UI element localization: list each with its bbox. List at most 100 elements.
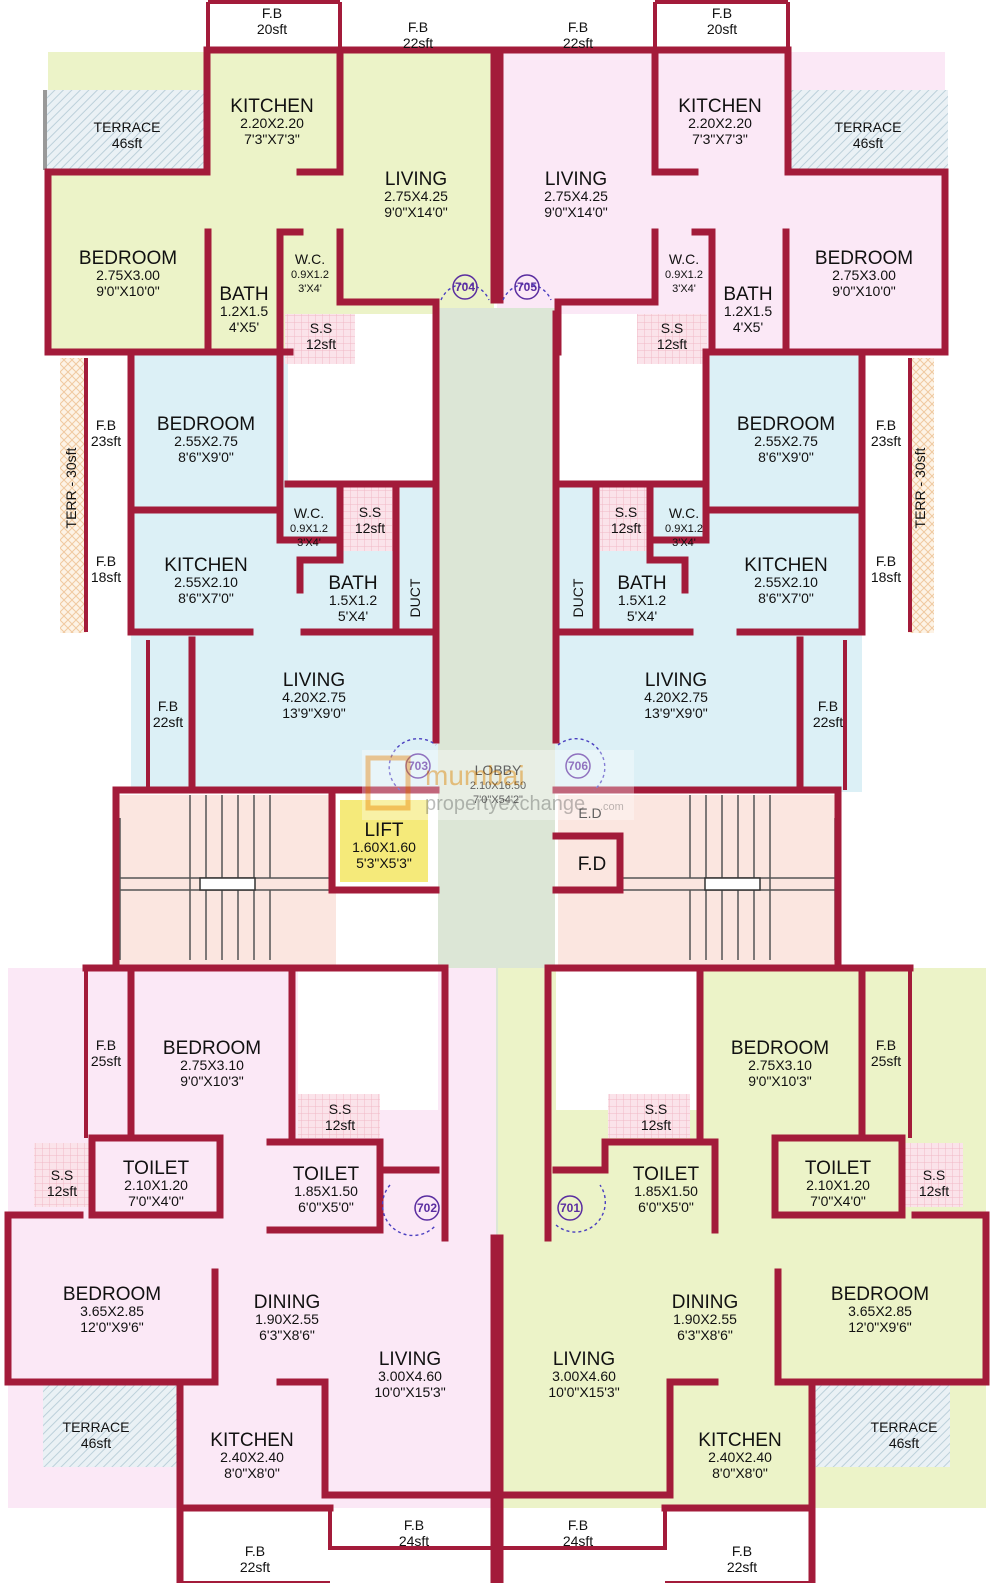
label-fb_r1-area: 23sft [871,433,901,449]
terr-side-right: TERR - 30sft [912,447,928,528]
staircase-left [119,795,334,960]
label-fb_b3-name: F.B [245,1543,265,1559]
room-name-toilet_bl_a: TOILET [123,1158,190,1179]
room-name-toilet_br_a: TOILET [805,1158,872,1179]
label-fb_t1-name: F.B [262,5,282,21]
label-ss_br2-area: 12sft [919,1183,949,1199]
room-dim-ft-bath_tr: 4'X5' [733,319,763,335]
label-ss_bl2-area: 12sft [47,1183,77,1199]
room-dim-m-bath_tr: 1.2X1.5 [724,303,772,319]
label-ss_bl2-name: S.S [51,1167,74,1183]
room-dim-m-living_ml: 4.20X2.75 [282,689,346,705]
room-dim-ft-living_tr: 9'0"X14'0" [544,204,608,220]
label-fb_b2-name: F.B [568,1517,588,1533]
room-dim-ft-living_tl: 9'0"X14'0" [384,204,448,220]
label-fb_r4-area: 25sft [871,1053,901,1069]
label-ss_br1-area: 12sft [641,1117,671,1133]
label-ss_br2-name: S.S [923,1167,946,1183]
room-dim-ft-living_bl: 10'0"X15'3" [374,1384,445,1400]
room-dim-m-bedroom_br1: 2.75X3.10 [748,1057,812,1073]
room-name-dining_bl: DINING [254,1292,321,1313]
label-fb_r1-name: F.B [876,417,896,433]
label-terrace_bl-name: TERRACE [63,1419,130,1435]
room-dim-ft-toilet_br_b: 6'0"X5'0" [638,1199,694,1215]
room-dim-ft-bath_ml: 5'X4' [338,608,368,624]
room-dim-m-living_tl: 2.75X4.25 [384,188,448,204]
watermark: mumbai propertyexchange .com [362,750,634,820]
label-ss_mr-name: S.S [615,504,638,520]
room-name-wc_tr: W.C. [669,251,699,267]
room-name-toilet_br_b: TOILET [633,1164,700,1185]
label-ss_bl1-name: S.S [329,1101,352,1117]
label-fb_r3-name: F.B [818,698,838,714]
label-fb_r2-name: F.B [876,553,896,569]
door-number-701: 701 [560,1201,580,1215]
label-terrace_bl-area: 46sft [81,1435,111,1451]
door-marker-706 [565,753,591,779]
room-dim-ft-bedroom_bl1: 9'0"X10'3" [180,1073,244,1089]
door-marker-704 [452,274,478,300]
room-name-bath_ml: BATH [328,573,377,594]
room-dim-ft-living_br: 10'0"X15'3" [548,1384,619,1400]
room-dim-m-bedroom_bl2: 3.65X2.85 [80,1303,144,1319]
room-name-kitchen_bl: KITCHEN [210,1430,293,1451]
label-fb_t4-name: F.B [712,5,732,21]
room-name-dining_br: DINING [672,1292,739,1313]
label-terrace_br-name: TERRACE [871,1419,938,1435]
watermark-brand2: propertyexchange [425,793,585,815]
label-ss_bl1-area: 12sft [325,1117,355,1133]
label-fb_l1-area: 23sft [91,433,121,449]
room-name-wc_tl: W.C. [295,251,325,267]
room-name-toilet_bl_b: TOILET [293,1164,360,1185]
room-dim-ft-bedroom_mr: 8'6"X9'0" [758,449,814,465]
room-dim-m-toilet_br_b: 1.85X1.50 [634,1183,698,1199]
room-dim-m-bedroom_tl: 2.75X3.00 [96,267,160,283]
room-dim-m-bedroom_ml: 2.55X2.75 [174,433,238,449]
label-terrace_tl-name: TERRACE [94,119,161,135]
label-fb_b1-area: 24sft [399,1533,429,1549]
room-name-bath_tl: BATH [219,284,268,305]
label-ss_ml-name: S.S [359,504,382,520]
room-name-wc_mr: W.C. [669,505,699,521]
room-dim-ft-toilet_br_a: 7'0"X4'0" [810,1193,866,1209]
room-dim-m-wc_tl: 0.9X1.2 [291,269,329,281]
room-name-living_ml: LIVING [283,670,345,691]
label-fb_l1-name: F.B [96,417,116,433]
door-number-703: 703 [408,759,428,773]
label-fb_l4-area: 25sft [91,1053,121,1069]
room-dim-m-toilet_bl_b: 1.85X1.50 [294,1183,358,1199]
room-dim-ft-kitchen_br: 8'0"X8'0" [712,1465,768,1481]
room-dim-m-toilet_br_a: 2.10X1.20 [806,1177,870,1193]
room-dim-m-bath_ml: 1.5X1.2 [329,592,377,608]
label-fb_l2-area: 18sft [91,569,121,585]
room-name-bedroom_ml: BEDROOM [157,414,255,435]
duct-left: DUCT [407,578,423,617]
room-dim-ft-bedroom_br2: 12'0"X9'6" [848,1319,912,1335]
door-marker-701 [557,1195,583,1221]
room-name-lift: LIFT [364,820,403,841]
room-dim-ft-kitchen_ml: 8'6"X7'0" [178,590,234,606]
watermark-brand: mumbai [425,760,525,791]
door-marker-702 [414,1195,440,1221]
room-dim-m-living_bl: 3.00X4.60 [378,1368,442,1384]
label-ss_mr-area: 12sft [611,520,641,536]
room-dim-ft-wc_tl: 3'X4' [298,283,322,295]
label-ss_tr-name: S.S [661,320,684,336]
label-fb_t1-area: 20sft [257,21,287,37]
room-dim-m-lift: 1.60X1.60 [352,839,416,855]
room-name-bedroom_br1: BEDROOM [731,1038,829,1059]
room-dim-m-dining_bl: 1.90X2.55 [255,1311,319,1327]
label-fb_t2-name: F.B [408,19,428,35]
label-terrace_br-area: 46sft [889,1435,919,1451]
room-name-kitchen_ml: KITCHEN [164,555,247,576]
label-fb_t2-area: 22sft [403,35,433,51]
door-number-702: 702 [417,1201,437,1215]
label-fb_l4-name: F.B [96,1037,116,1053]
room-name-living_br: LIVING [553,1349,615,1370]
room-name-bath_tr: BATH [723,284,772,305]
room-name-kitchen_tl: KITCHEN [230,96,313,117]
room-dim-m-bedroom_br2: 3.65X2.85 [848,1303,912,1319]
room-name-living_mr: LIVING [645,670,707,691]
door-number-704: 704 [455,280,475,294]
label-ss_tl-area: 12sft [306,336,336,352]
